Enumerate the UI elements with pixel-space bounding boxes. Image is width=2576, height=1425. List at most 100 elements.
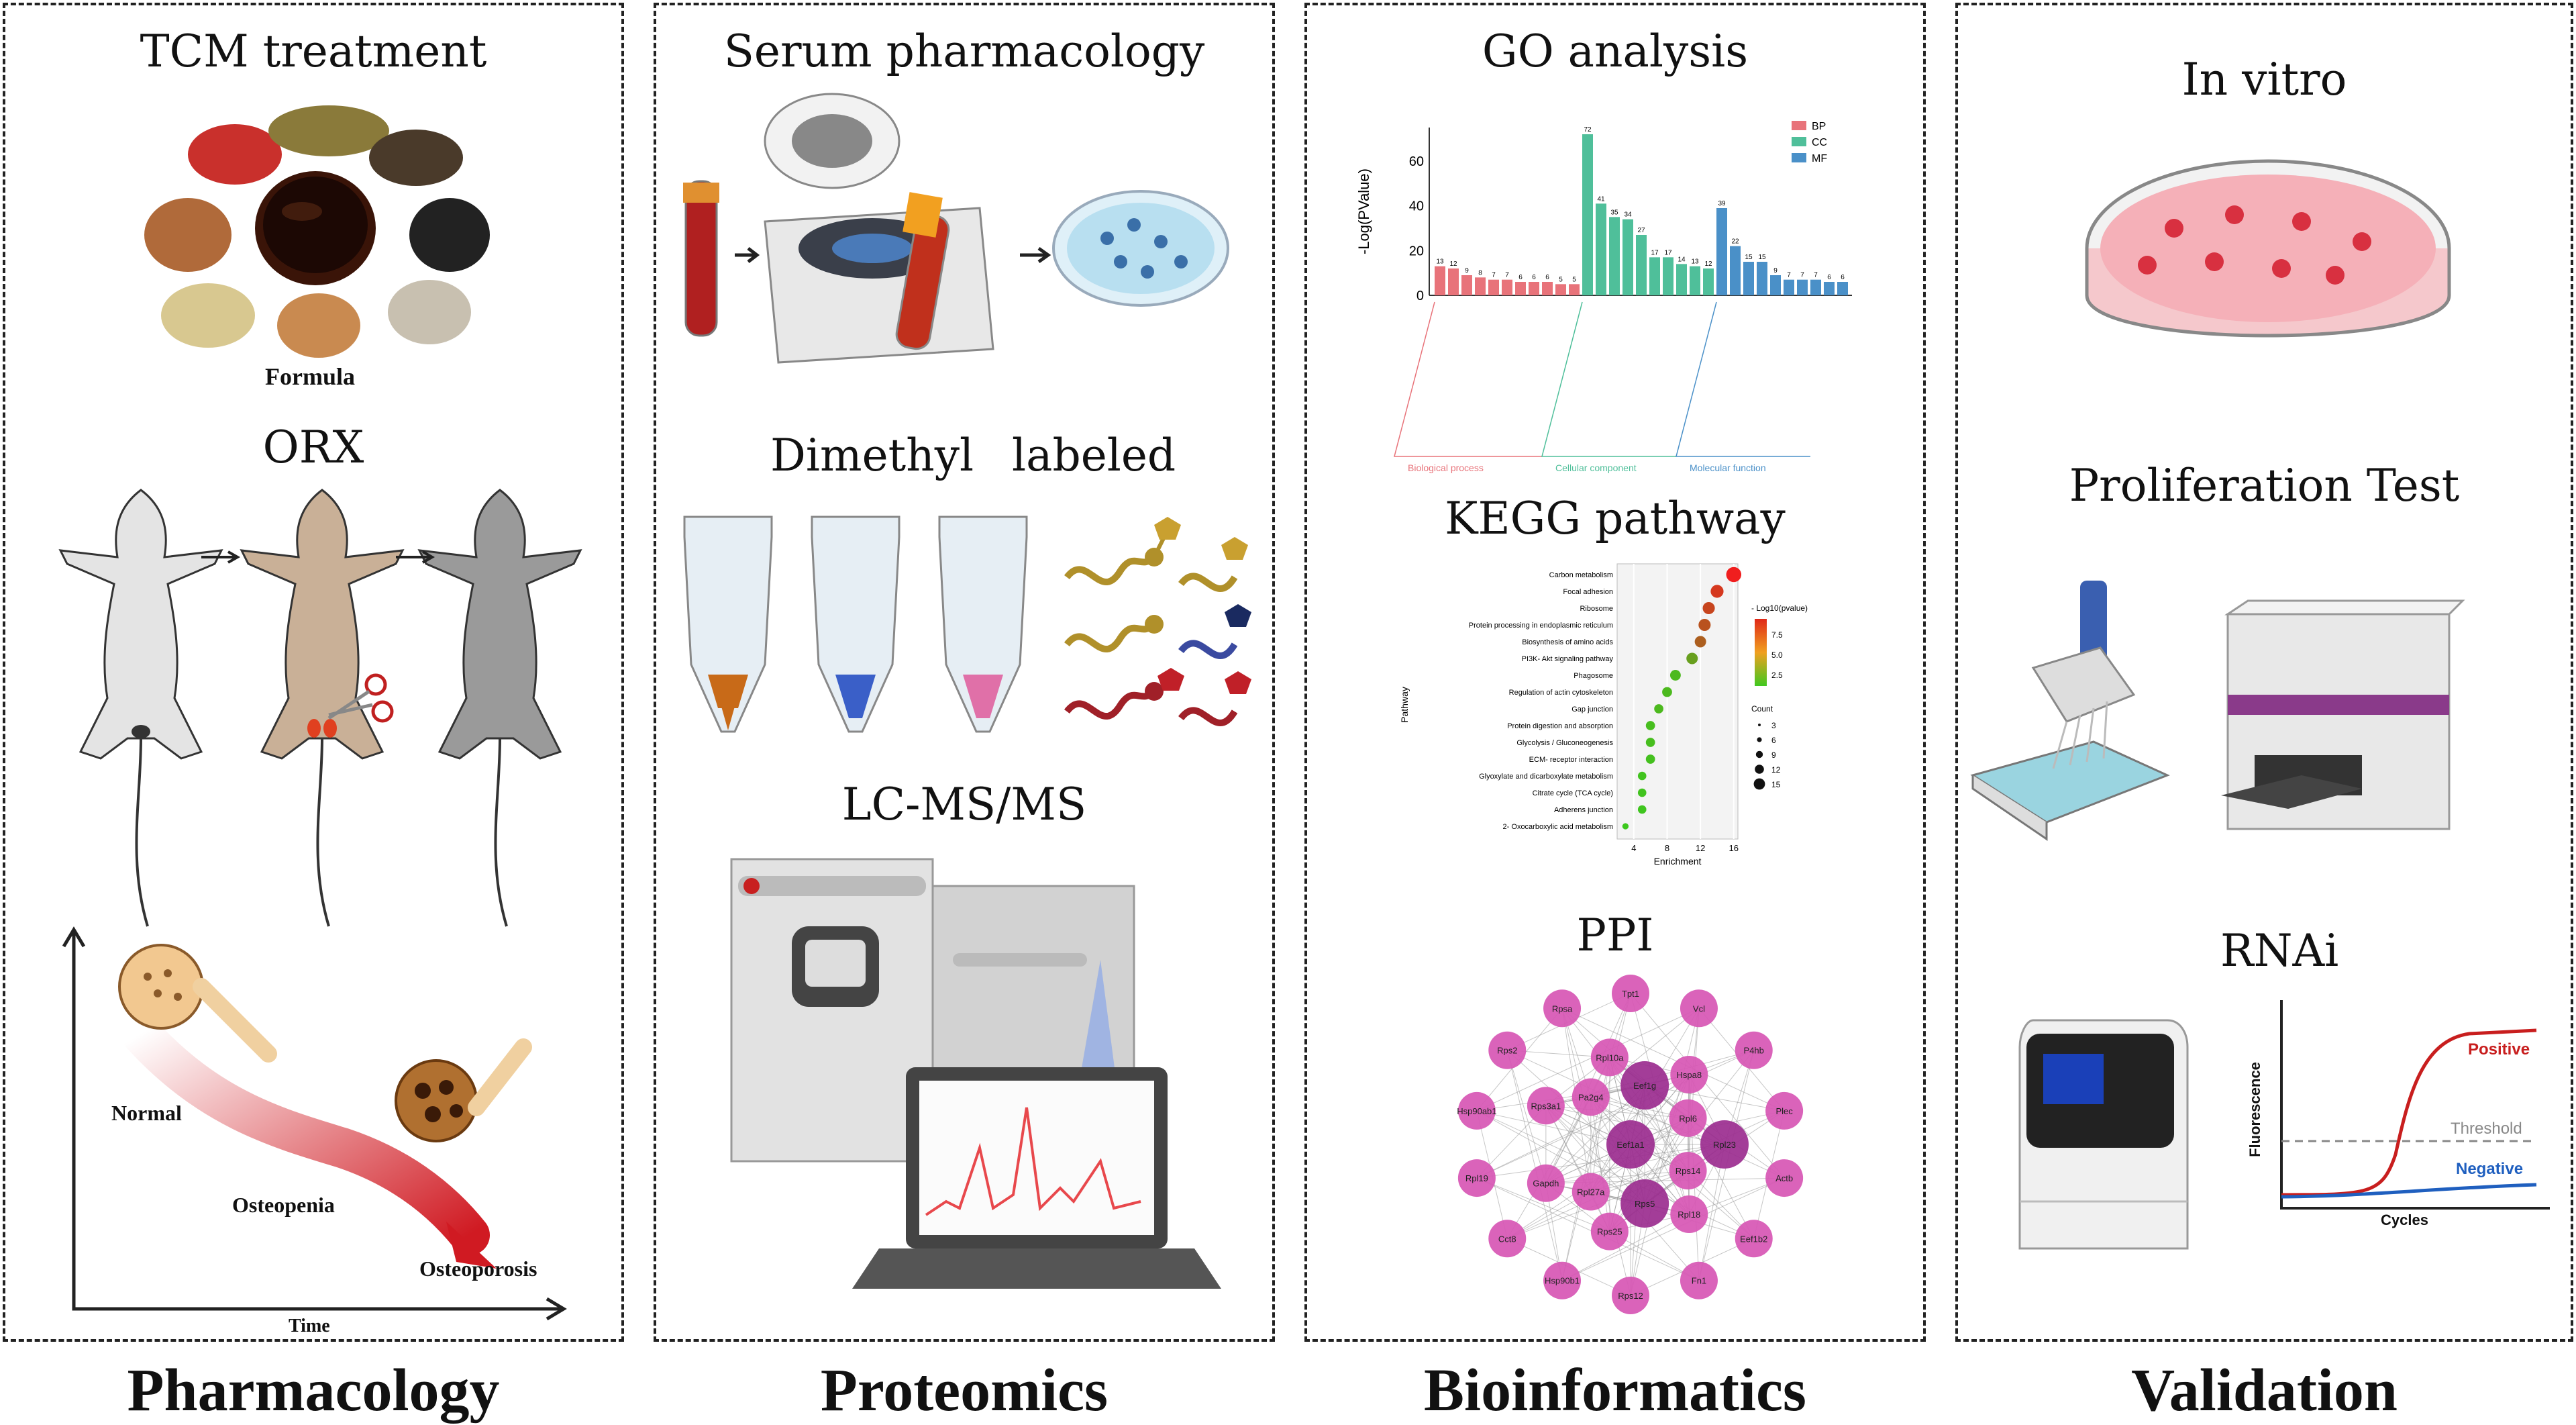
ppi-node-label: Cct8 — [1498, 1234, 1516, 1244]
ppi-node-label: Rpl19 — [1465, 1173, 1488, 1183]
go-bar — [1448, 268, 1459, 295]
go-title: GO analysis — [1482, 26, 1749, 77]
kegg-dot — [1637, 805, 1647, 814]
kegg-pathway-label: Protein processing in endoplasmic reticu… — [1469, 622, 1613, 630]
ppi-title: PPI — [1576, 910, 1654, 961]
go-group-bracket — [1676, 301, 1810, 457]
go-bar — [1784, 279, 1794, 295]
go-bar — [1515, 282, 1526, 295]
kegg-size-dot — [1757, 737, 1762, 742]
footer-bioinformatics: Bioinformatics — [1424, 1357, 1806, 1424]
ppi-node — [1620, 1179, 1669, 1228]
kegg-pathway-label: Ribosome — [1580, 605, 1613, 613]
labeled-title: labeled — [1012, 430, 1176, 481]
kegg-dot — [1645, 721, 1655, 730]
kegg-size-tick: 12 — [1771, 765, 1781, 775]
ppi-node — [1457, 1159, 1496, 1197]
ppi-edge — [1506, 1050, 1547, 1183]
kegg-pathway-label: Protein digestion and absorption — [1507, 722, 1613, 730]
kegg-size-tick: 6 — [1771, 736, 1776, 745]
ppi-node-label: Rpl27a — [1577, 1187, 1605, 1197]
ppi-node — [1527, 1164, 1565, 1202]
ppi-node — [1735, 1220, 1773, 1258]
go-bar-value: 15 — [1758, 254, 1766, 261]
rat-osteoporosis-illustration — [417, 489, 582, 927]
go-bar — [1555, 284, 1566, 295]
qpcr-machine-illustration — [2018, 1019, 2189, 1250]
ppi-edge — [1545, 1105, 1700, 1281]
go-bar — [1837, 282, 1848, 295]
go-bar-value: 12 — [1449, 260, 1457, 268]
go-bar-value: 6 — [1532, 274, 1536, 281]
ppi-node-label: Tpt1 — [1622, 989, 1639, 999]
go-bar-value: 8 — [1478, 269, 1482, 277]
go-bar-value: 7 — [1787, 272, 1791, 279]
footer-pharmacology: Pharmacology — [127, 1357, 500, 1424]
ppi-edge — [1590, 1008, 1700, 1097]
go-bar — [1676, 264, 1687, 295]
kegg-dot — [1637, 771, 1647, 781]
kegg-size-dot — [1755, 750, 1763, 758]
kegg-color-tick: 5.0 — [1771, 650, 1783, 660]
ppi-node-label: Rps14 — [1676, 1166, 1701, 1176]
kegg-size-tick: 3 — [1771, 721, 1776, 730]
stage-normal-label: Normal — [111, 1101, 182, 1125]
plate-reader-illustration — [1970, 581, 2465, 841]
tcm-title: TCM treatment — [140, 26, 487, 77]
go-bar-value: 15 — [1745, 254, 1753, 261]
ppi-node — [1543, 1261, 1582, 1299]
kegg-pathway-label: Focal adhesion — [1563, 588, 1613, 596]
ppi-node-label: Eef1b2 — [1740, 1234, 1767, 1244]
go-bar — [1649, 257, 1660, 295]
go-bar — [1690, 266, 1700, 295]
ppi-node-label: Rpl10a — [1596, 1052, 1624, 1063]
kegg-size-dot — [1753, 778, 1765, 790]
go-bar — [1743, 262, 1754, 295]
kegg-dot — [1710, 585, 1724, 598]
go-bar-value: 5 — [1559, 276, 1563, 283]
ppi-node — [1680, 989, 1718, 1028]
go-bar — [1542, 282, 1553, 295]
ppi-node-label: Rps3a1 — [1531, 1101, 1561, 1111]
ppi-edge — [1688, 1118, 1755, 1239]
ppi-node — [1488, 1220, 1527, 1258]
kegg-pathway-label: Adherens junction — [1554, 806, 1613, 814]
ppi-node — [1700, 1120, 1749, 1169]
go-bar-value: 13 — [1436, 258, 1444, 266]
kegg-title: KEGG pathway — [1445, 493, 1786, 544]
ppi-node — [1670, 1056, 1708, 1094]
go-bar — [1488, 279, 1499, 295]
rat-orx-illustration — [240, 489, 405, 927]
ppi-edge — [1561, 1214, 1690, 1281]
kegg-pathway-label: Gap junction — [1572, 705, 1613, 714]
ppi-edge — [1630, 993, 1785, 1179]
ppi-node — [1590, 1212, 1629, 1250]
kegg-pathway-label: ECM- receptor interaction — [1529, 756, 1613, 764]
ppi-edge — [1476, 1008, 1700, 1112]
go-y-tick: 40 — [1409, 199, 1424, 214]
ppi-node-label: Vcl — [1693, 1003, 1705, 1014]
go-bar-value: 35 — [1610, 209, 1618, 216]
proteomics-panel — [654, 3, 1275, 1342]
ppi-node — [1457, 1091, 1496, 1130]
ppi-node-label: Rps12 — [1618, 1291, 1643, 1301]
ppi-edge — [1476, 1144, 1725, 1179]
kegg-y-label: Pathway — [1399, 687, 1410, 723]
go-bar-value: 7 — [1505, 272, 1509, 279]
ppi-node-label: Fn1 — [1692, 1276, 1706, 1286]
ppi-node — [1680, 1261, 1718, 1299]
go-bar-value: 13 — [1691, 258, 1699, 266]
ppi-node-label: Rpl23 — [1713, 1140, 1736, 1150]
kegg-dot — [1669, 670, 1681, 681]
pcr-threshold-label: Threshold — [2451, 1120, 2522, 1138]
kegg-color-tick: 7.5 — [1771, 630, 1783, 640]
ppi-node — [1590, 1038, 1629, 1077]
ppi-node — [1669, 1152, 1707, 1190]
proliferation-title: Proliferation Test — [2069, 460, 2460, 511]
kegg-dot — [1654, 704, 1663, 714]
arrow-icon — [396, 550, 435, 564]
go-bar-value: 27 — [1637, 227, 1645, 234]
go-legend-swatch — [1792, 121, 1806, 130]
ppi-node — [1488, 1031, 1527, 1069]
